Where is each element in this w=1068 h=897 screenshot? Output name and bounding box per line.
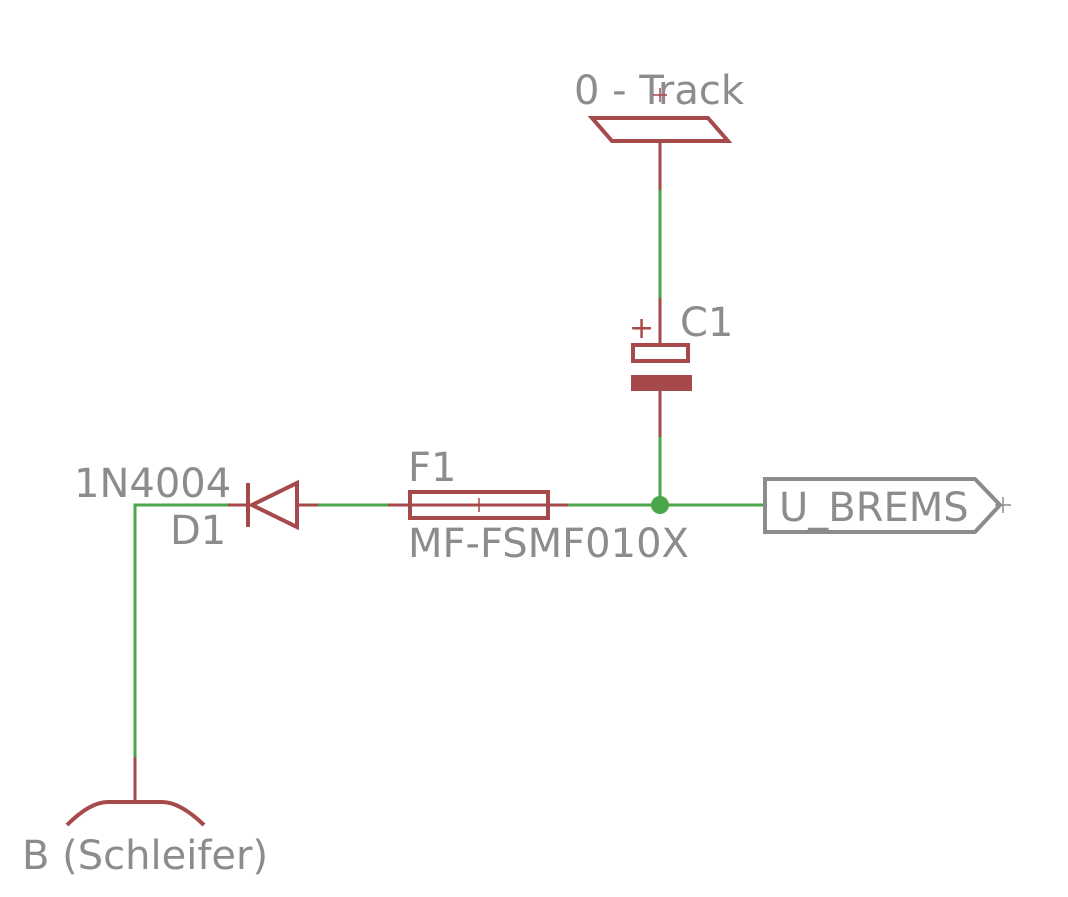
wire-diode-to-schleifer[interactable] <box>133 503 230 759</box>
diode-name-label: D1 <box>170 508 226 554</box>
supply-schleifer-label: B (Schleifer) <box>22 833 268 879</box>
capacitor-polarity-mark: + <box>629 311 654 346</box>
supply-symbol-schleifer[interactable]: B (Schleifer) <box>22 757 268 879</box>
capacitor-name-label: C1 <box>680 300 733 346</box>
net-label-text: U_BREMS <box>779 485 969 531</box>
supply-symbol-track[interactable]: 0 - Track <box>574 68 745 190</box>
diode-value-label: 1N4004 <box>74 461 231 507</box>
junction-dot[interactable] <box>651 496 669 514</box>
fuse-name-label: F1 <box>408 445 456 491</box>
capacitor-c1[interactable]: + C1 <box>629 298 733 437</box>
net-label-u-brems[interactable]: U_BREMS <box>763 477 1011 534</box>
fuse-f1[interactable]: F1 MF-FSMF010X <box>388 445 689 567</box>
fuse-value-label: MF-FSMF010X <box>408 521 689 567</box>
diode-d1[interactable]: 1N4004 D1 <box>74 461 318 554</box>
